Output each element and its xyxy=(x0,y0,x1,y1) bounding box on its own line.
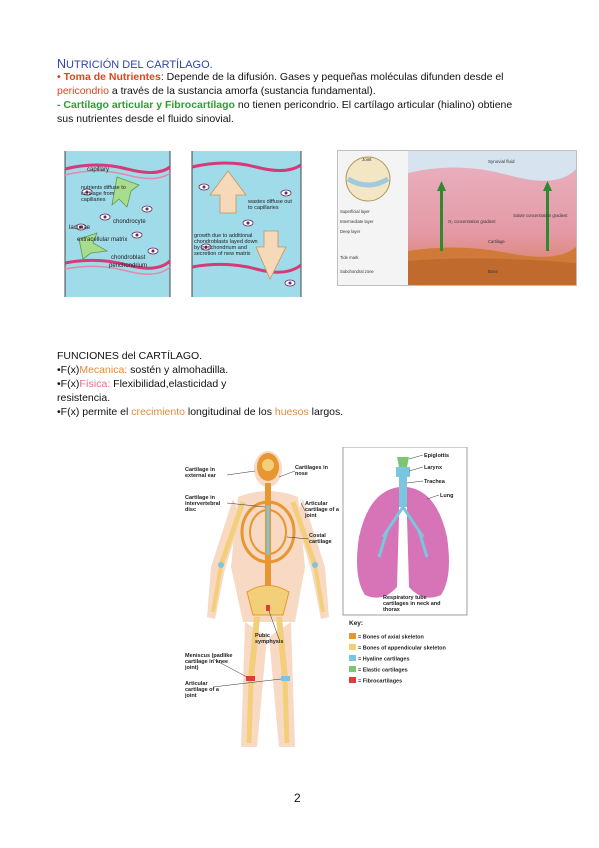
key-swatch xyxy=(349,644,356,650)
page-number: 2 xyxy=(294,791,301,805)
figure-key: Key: = Bones of axial skeleton = Bones of… xyxy=(349,620,447,685)
label-perichondrium: perichondrium xyxy=(109,263,147,269)
label-intermediate-layer: Intermediate layer xyxy=(340,219,374,224)
label-nose-wrap: Cartilages in nose xyxy=(295,465,329,477)
key-label: = Hyaline cartilages xyxy=(358,657,410,663)
label-intervertebral-disc: Cartilage in intervertebral disc xyxy=(185,495,221,513)
label-costal-wrap: Costal cartilage xyxy=(309,533,332,545)
label-chondrocyte: chondrocyte xyxy=(113,219,146,225)
key-label: = Fibrocartilages xyxy=(358,679,402,685)
label-nutrients: nutrients diffuse to cartilage from capi… xyxy=(81,185,126,203)
nutrition-line-3: - Cartílago articular y Fibrocartílago n… xyxy=(57,99,513,111)
diffusion-panel-left-illustration: capillary nutrients diffuse to cartilage… xyxy=(57,147,178,304)
term-toma-nutrientes: Toma de Nutrientes xyxy=(63,71,161,83)
label-pubic-wrap: Pubic symphysis xyxy=(255,633,284,645)
term-fisica: Física: xyxy=(79,378,111,390)
function-mecanica: •F(x)Mecanica: sostén y almohadilla. xyxy=(57,364,229,376)
term-pericondrio: pericondrio xyxy=(57,85,109,97)
label-growth: growth due to additional chondroblasts l… xyxy=(194,233,258,257)
diffusion-panel-right: wastes diffuse out to capillaries growth… xyxy=(186,147,307,304)
label-lacunae: lacunae xyxy=(69,225,91,231)
label-extracellular-matrix: extracellular matrix xyxy=(77,237,127,243)
label-capillary: capillary xyxy=(87,167,109,173)
function-fisica: •F(x)Física: Flexibilidad,elasticidad y xyxy=(57,378,227,390)
label-trachea: Trachea xyxy=(424,479,446,485)
label-respiratory-wrap: Respiratory tube cartilages in neck and … xyxy=(383,595,441,613)
label-nutrients-wrap: nutrients diffuse to cartilage from capi… xyxy=(81,185,126,203)
label-costal-cartilage: Costal cartilage xyxy=(309,533,332,545)
diffusion-panel-left: capillary nutrients diffuse to cartilage… xyxy=(57,147,178,304)
skeleton-illustration: Cartilage in external ear Cartilages in … xyxy=(183,446,473,757)
label-ear-wrap: Cartilage in external ear xyxy=(185,467,216,479)
cartilage-locations-figure: Cartilage in external ear Cartilages in … xyxy=(183,446,473,757)
label-articular1-wrap: Articular cartilage of a joint xyxy=(305,501,339,519)
term-crecimiento: crecimiento xyxy=(131,406,185,418)
label-articular-cartilage-lower: Articular cartilage of a joint xyxy=(185,681,219,699)
function-fisica-continued: resistencia. xyxy=(57,392,111,404)
label-growth-wrap: growth due to additional chondroblasts l… xyxy=(194,233,258,257)
nutrition-line-4: sus nutrientes desde el fluido sinovial. xyxy=(57,113,234,125)
functions-heading: FUNCIONES del CARTÍLAGO. xyxy=(57,350,203,362)
label-cartilage: Cartilage xyxy=(488,239,505,244)
label-wastes: wastes diffuse out to capillaries xyxy=(248,199,292,211)
key-swatch xyxy=(349,633,356,639)
label-tide-mark: Tide mark xyxy=(340,255,359,260)
label-meniscus-wrap: Meniscus (padlike cartilage in knee join… xyxy=(185,653,233,671)
key-label: = Elastic cartilages xyxy=(358,668,408,674)
label-subchondral-zone: Subchondral zone xyxy=(340,269,374,274)
key-swatch xyxy=(349,666,356,672)
label-wastes-wrap: wastes diffuse out to capillaries xyxy=(248,199,292,211)
term-mecanica: Mecanica: xyxy=(79,364,128,376)
label-bone: Bone xyxy=(488,269,498,274)
label-meniscus: Meniscus (padlike cartilage in knee join… xyxy=(185,653,233,671)
nutrition-heading: NUTRICIÓN DEL CARTÍLAGO. xyxy=(57,57,213,71)
term-huesos: huesos xyxy=(274,406,309,418)
nutrition-line-1: • Toma de Nutrientes: Depende de la difu… xyxy=(57,71,504,83)
label-lung: Lung xyxy=(440,493,453,499)
diffusion-panel-right-illustration: wastes diffuse out to capillaries growth… xyxy=(186,147,307,304)
label-larynx: Larynx xyxy=(424,465,443,471)
key-label: = Bones of axial skeleton xyxy=(358,635,425,641)
key-swatch xyxy=(349,655,356,661)
label-nose: Cartilages in nose xyxy=(295,465,329,477)
function-crecimiento: •F(x) permite el crecimiento longitudina… xyxy=(57,406,344,418)
label-solute-gradient: Solute concentration gradient xyxy=(513,213,568,218)
label-disc-wrap: Cartilage in intervertebral disc xyxy=(185,495,221,513)
label-deep-layer: Deep layer xyxy=(340,229,361,234)
label-articular-cartilage-upper: Articular cartilage of a joint xyxy=(305,501,339,519)
label-superficial-layer: Superficial layer xyxy=(340,209,370,214)
label-pubic-symphysis: Pubic symphysis xyxy=(255,633,284,645)
label-epiglottis: Epiglottis xyxy=(424,453,449,459)
key-label: = Bones of appendicular skeleton xyxy=(358,646,447,652)
label-respiratory: Respiratory tube cartilages in neck and … xyxy=(383,595,441,613)
label-joint: Joint xyxy=(362,157,372,162)
key-title: Key: xyxy=(349,620,363,627)
term-cartilago-articular: Cartílago articular y Fibrocartílago xyxy=(63,99,235,111)
articular-cartilage-illustration: Joint Synovial fluid Superficial layer I… xyxy=(338,151,576,285)
label-synovial-fluid: Synovial fluid xyxy=(488,159,515,164)
nutrition-line-2: pericondrio a través de la sustancia amo… xyxy=(57,85,376,97)
label-articular2-wrap: Articular cartilage of a joint xyxy=(185,681,219,699)
key-swatch xyxy=(349,677,356,683)
label-chondroblast: chondroblast xyxy=(111,255,146,261)
label-ear: Cartilage in external ear xyxy=(185,467,216,479)
articular-cartilage-figure: Joint Synovial fluid Superficial layer I… xyxy=(337,150,577,286)
label-o2-gradient: O₂ concentration gradient xyxy=(448,219,496,224)
